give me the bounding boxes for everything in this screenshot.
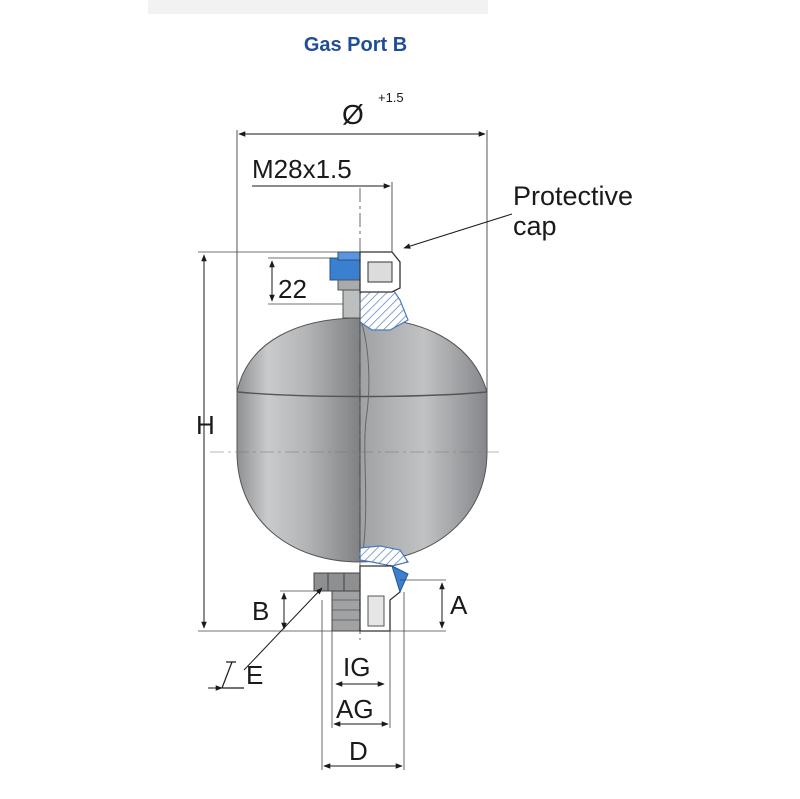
top-strip — [148, 0, 488, 14]
page-title: Gas Port B — [303, 34, 408, 56]
fluid-port — [313, 565, 409, 632]
diameter-symbol: Ø — [342, 99, 364, 130]
d-label: D — [349, 736, 368, 766]
gas-port — [329, 251, 361, 319]
e-callout — [208, 587, 323, 691]
top-section-hatch — [359, 287, 409, 331]
protective-cap-leader — [403, 213, 513, 249]
b-dimension — [280, 590, 316, 630]
height-label: H — [196, 410, 215, 440]
protective-cap-label-1: Protective — [513, 181, 633, 211]
e-label: E — [246, 660, 263, 690]
a-dimension — [390, 579, 446, 632]
ag-label: AG — [336, 694, 374, 724]
height-dimension — [198, 251, 338, 632]
thread-label: M28x1.5 — [252, 154, 352, 184]
protective-cap-shape — [359, 251, 401, 293]
protective-cap-label-2: cap — [513, 211, 557, 241]
ig-ag-d-dimensions — [321, 592, 405, 770]
port-height-dimension — [268, 257, 343, 305]
ig-label: IG — [343, 652, 370, 682]
accumulator-shell — [236, 317, 488, 563]
thread-dimension — [252, 182, 393, 252]
port-height-label: 22 — [278, 274, 307, 304]
bottom-section-hatch — [359, 545, 409, 567]
b-label: B — [252, 596, 269, 626]
diameter-tolerance: +1.5 — [378, 90, 404, 105]
a-label: A — [450, 590, 468, 620]
diameter-dimension — [236, 130, 488, 392]
